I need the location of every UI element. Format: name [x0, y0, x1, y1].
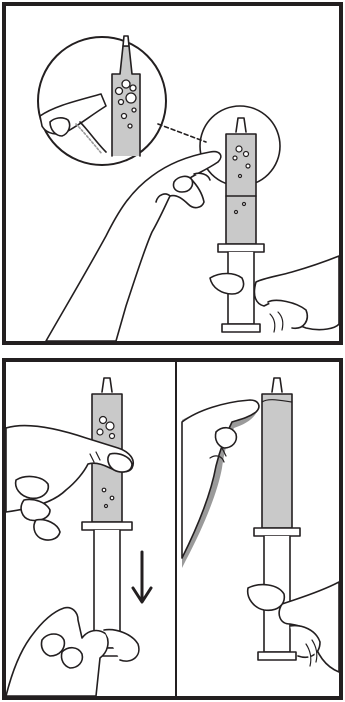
- top-panel: [2, 2, 343, 345]
- top-illustration: [6, 6, 339, 341]
- tapping-hand: [46, 152, 221, 341]
- magnifier-circle: [38, 36, 166, 165]
- bottom-panel: [2, 358, 343, 700]
- right-tapping-hand: [182, 400, 259, 568]
- left-syringe: [82, 378, 132, 656]
- down-arrow-icon: [133, 552, 151, 602]
- connector-line: [158, 124, 206, 142]
- bottom-illustration: [6, 362, 339, 696]
